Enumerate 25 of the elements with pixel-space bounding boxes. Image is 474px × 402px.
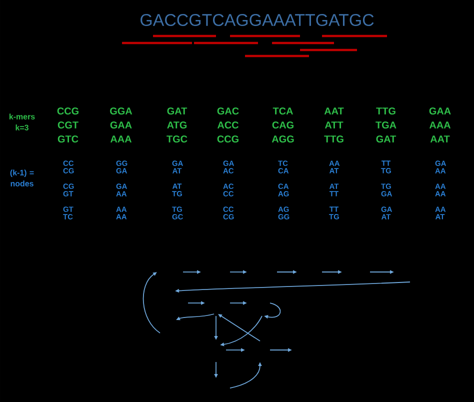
- kmer-text: GAC: [217, 107, 239, 115]
- kmer-text: TGA: [376, 121, 396, 129]
- kmer-text: TCA: [272, 107, 293, 115]
- kmer-text: ATT: [324, 122, 344, 128]
- kmer-text: GAT: [376, 135, 396, 143]
- kmer-text: ATG: [167, 121, 187, 129]
- kmer-text: CCG: [57, 107, 78, 115]
- kmer-text: GAA: [429, 107, 451, 115]
- kmer-text: AAA: [110, 136, 132, 142]
- kmer-text: AGG: [272, 135, 294, 143]
- kmer-text: CGT: [58, 121, 78, 129]
- kmer-text: TTG: [324, 135, 344, 143]
- kmer-text: CCG: [217, 135, 238, 143]
- kmer-text: ACC: [217, 121, 239, 129]
- kmer-text: GTC: [58, 135, 78, 143]
- kmer-text: GGA: [110, 107, 132, 115]
- kmer-text: AAA: [429, 122, 451, 128]
- sequence-text: GACCGTCAGGAAATTGATGC: [140, 14, 374, 26]
- kmer-text: AAT: [324, 108, 344, 114]
- kmer-text: AAT: [430, 136, 450, 142]
- kmer-text: GAT: [167, 107, 188, 115]
- kmer-text: TGC: [166, 135, 188, 143]
- kmer-text: TTG: [376, 107, 396, 115]
- kmer-text: GAA: [110, 121, 132, 129]
- kmer-text: CAG: [272, 121, 294, 129]
